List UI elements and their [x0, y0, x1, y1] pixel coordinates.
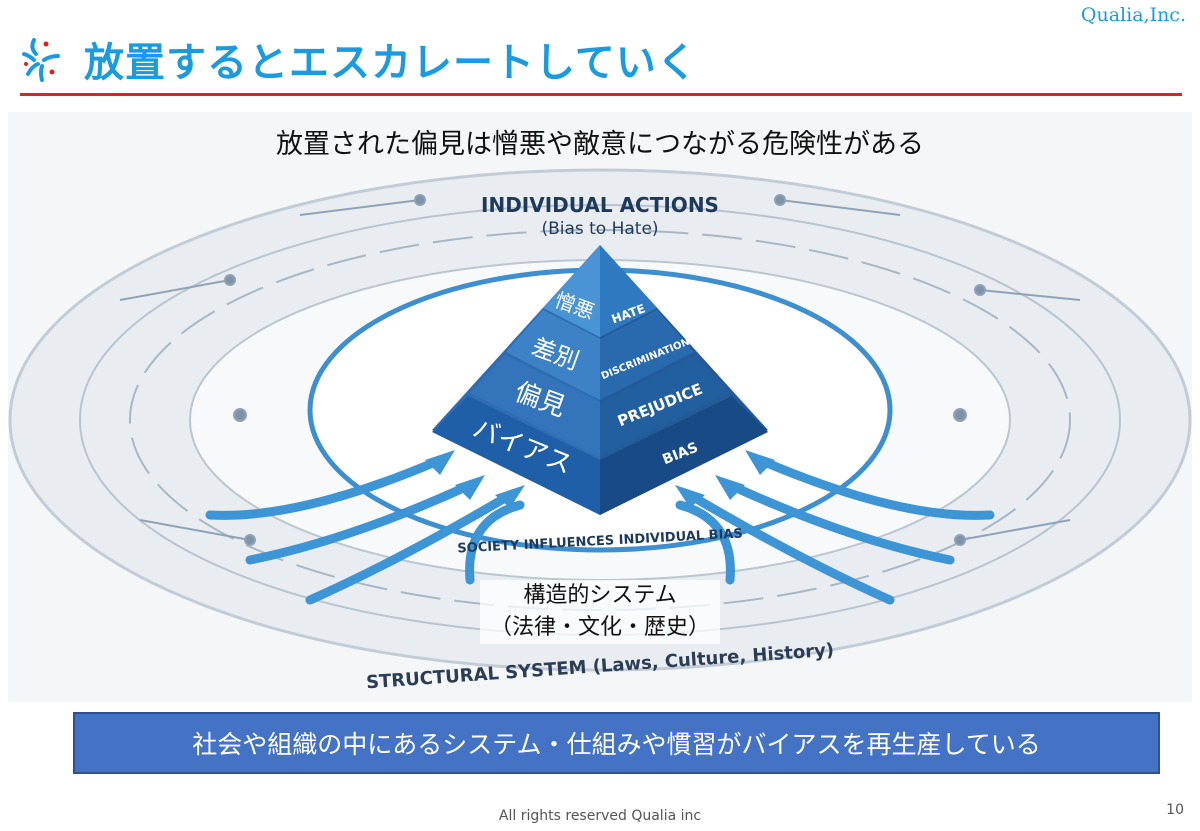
bias-pyramid-diagram: 憎悪 HATE 差別 DISCRIMINATION 偏見 PREJUDICE バ… [8, 112, 1192, 702]
tier-prejudice [470, 355, 600, 458]
individual-actions-sublabel: (Bias to Hate) [541, 219, 658, 239]
slide-subtitle: 放置された偏見は憎悪や敵意につながる危険性がある [276, 129, 924, 160]
conclusion-text: 社会や組織の中にあるシステム・仕組みや慣習がバイアスを再生産している [192, 730, 1041, 759]
slide-title: 放置するとエスカレートしていく [84, 40, 698, 86]
footer-copyright: All rights reserved Qualia inc [498, 808, 702, 824]
structural-system-jp-label: 構造的システム （法律・文化・歴史） [480, 580, 720, 644]
brand-logo-text: Qualia,Inc. [1080, 4, 1186, 26]
individual-actions-label: INDIVIDUAL ACTIONS [481, 193, 719, 217]
tier-discrimination [506, 310, 600, 400]
conclusion-box: 社会や組織の中にあるシステム・仕組みや慣習がバイアスを再生産している [73, 712, 1160, 774]
company-logo-icon [22, 38, 60, 82]
page-number: 10 [1166, 802, 1184, 818]
structural-system-jp-line2: （法律・文化・歴史） [489, 615, 710, 640]
tier-bias [432, 396, 600, 515]
structural-system-jp-line1: 構造的システム [523, 583, 677, 608]
title-divider [20, 93, 1182, 96]
pyramid [432, 245, 768, 515]
tier-hate [543, 245, 600, 337]
